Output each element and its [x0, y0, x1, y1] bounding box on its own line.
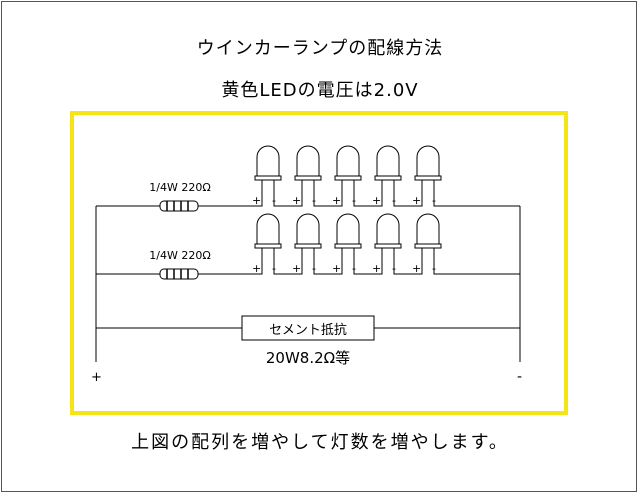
led-row-1: 1/4W 220Ω+-+-+-+-+- — [96, 145, 520, 212]
led-base — [334, 175, 362, 181]
led-base — [334, 243, 362, 249]
led-body — [256, 213, 280, 247]
led-plus-mark: + — [292, 262, 301, 275]
led: +- — [412, 145, 442, 207]
led-body — [376, 213, 400, 247]
led-base — [294, 243, 322, 249]
led-body — [296, 213, 320, 247]
resistor-label: 1/4W 220Ω — [149, 249, 210, 262]
led: +- — [412, 213, 442, 275]
led: +- — [292, 213, 322, 275]
series-link — [393, 266, 423, 275]
led-body — [376, 145, 400, 179]
led-body — [336, 213, 360, 247]
series-link — [313, 198, 343, 207]
led-base — [374, 243, 402, 249]
resistor-body — [159, 268, 199, 280]
led: +- — [252, 145, 282, 207]
cement-resistor-label: セメント抵抗 — [269, 323, 347, 338]
led-row-2: 1/4W 220Ω+-+-+-+-+- — [96, 213, 520, 280]
led-body — [256, 145, 280, 179]
led: +- — [252, 213, 282, 275]
series-link — [393, 198, 423, 207]
cement-resistor-value: 20W8.2Ω等 — [266, 349, 350, 367]
first-led-link — [252, 198, 263, 207]
led-base — [294, 175, 322, 181]
page-subtitle: 黄色LEDの電圧は2.0V — [221, 80, 419, 101]
led-plus-mark: + — [412, 262, 421, 275]
led-plus-mark: + — [292, 194, 301, 207]
first-led-link — [252, 266, 263, 275]
led-plus-mark: + — [412, 194, 421, 207]
led-plus-mark: + — [332, 194, 341, 207]
led-plus-mark: + — [372, 194, 381, 207]
led-base — [254, 175, 282, 181]
led-base — [374, 175, 402, 181]
series-link — [353, 198, 383, 207]
led: +- — [332, 145, 362, 207]
series-link — [273, 198, 303, 207]
terminal-plus: + — [91, 370, 102, 385]
led: +- — [292, 145, 322, 207]
led: +- — [372, 213, 402, 275]
resistor-label: 1/4W 220Ω — [149, 181, 210, 194]
series-link — [353, 266, 383, 275]
series-link — [313, 266, 343, 275]
led-plus-mark: + — [372, 262, 381, 275]
terminal-minus: - — [517, 369, 522, 385]
page-title: ウインカーランプの配線方法 — [196, 38, 444, 59]
cement-resistor-body — [241, 315, 375, 341]
series-link — [273, 266, 303, 275]
resistor-body — [159, 200, 199, 212]
last-led-link — [433, 266, 435, 275]
led-rows: 1/4W 220Ω+-+-+-+-+-1/4W 220Ω+-+-+-+-+- — [96, 145, 520, 280]
led-body — [296, 145, 320, 179]
led-plus-mark: + — [252, 194, 261, 207]
led-base — [414, 175, 442, 181]
led-body — [416, 213, 440, 247]
caption: 上図の配列を増やして灯数を増やします。 — [131, 432, 509, 453]
led-plus-mark: + — [332, 262, 341, 275]
led-base — [414, 243, 442, 249]
led-base — [254, 243, 282, 249]
led: +- — [332, 213, 362, 275]
diagram-highlight-border — [70, 111, 568, 415]
last-led-link — [433, 198, 435, 207]
bus-wires — [95, 206, 521, 362]
led-body — [416, 145, 440, 179]
led-body — [336, 145, 360, 179]
led-plus-mark: + — [252, 262, 261, 275]
led: +- — [372, 145, 402, 207]
